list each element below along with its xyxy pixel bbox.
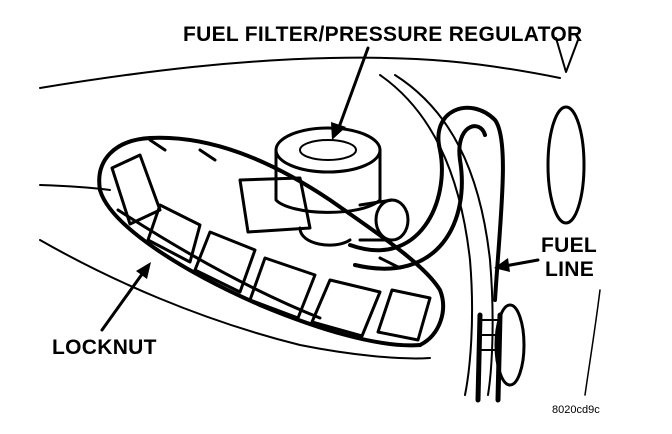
mounting-bracket (494, 105, 586, 387)
leader-arrows (100, 46, 540, 332)
label-fuel-line-1: FUEL (541, 234, 597, 257)
tank-shell (39, 37, 601, 396)
arrow-head-fuel-filter (331, 122, 346, 140)
arrow-head-fuel-line (494, 258, 510, 272)
fuel-filter-regulator (238, 126, 410, 247)
label-locknut: LOCKNUT (52, 336, 157, 359)
fuel-line-hose (348, 105, 505, 403)
locknut-ring (97, 135, 446, 348)
label-fuel-filter-regulator: FUEL FILTER/PRESSURE REGULATOR (183, 23, 582, 46)
figure-code: 8020cd9c (552, 404, 600, 416)
arrow-head-locknut (136, 262, 151, 279)
label-fuel-line-2: LINE (545, 258, 594, 281)
